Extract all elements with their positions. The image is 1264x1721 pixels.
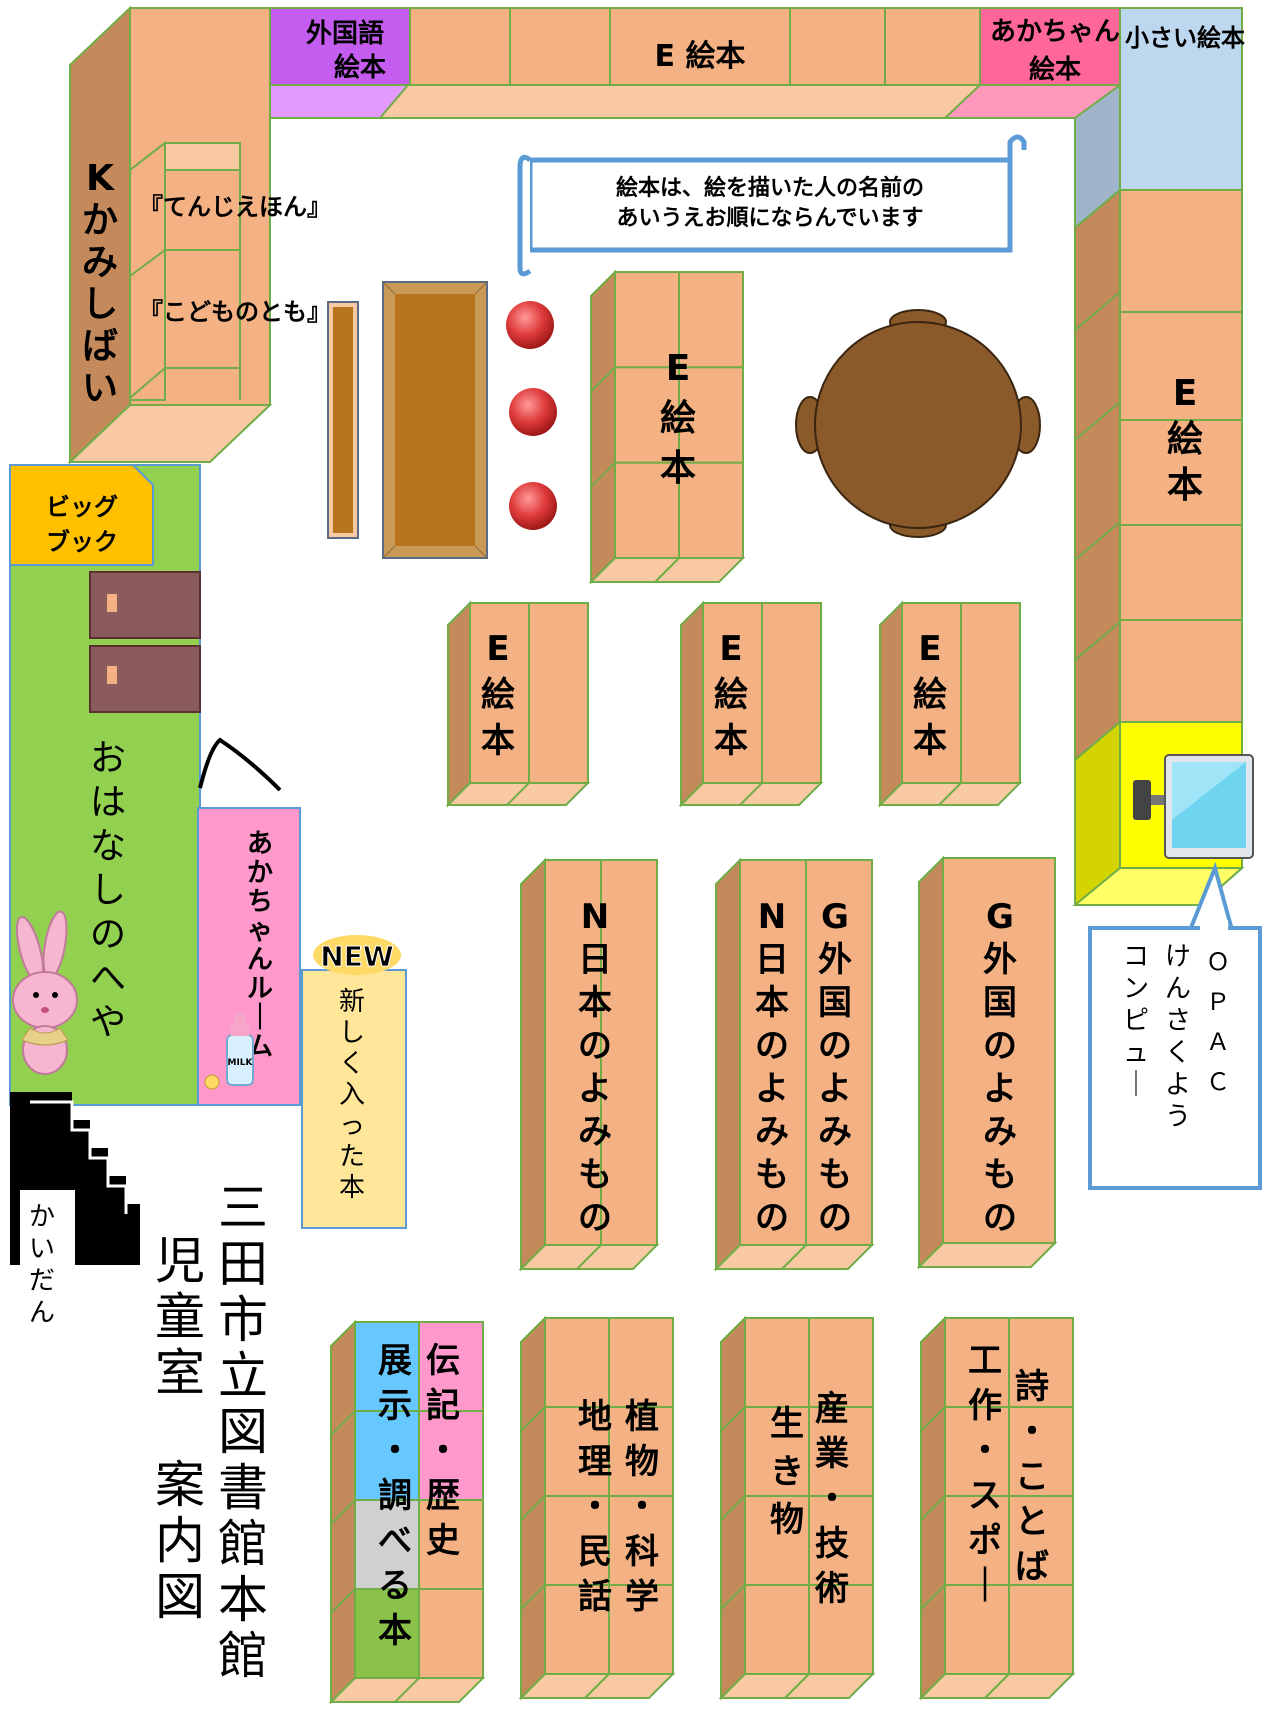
label-crafts-sports: 工作・スポ｜ xyxy=(968,1341,1002,1606)
shelf-small-picture-books: 小さい絵本 xyxy=(1074,7,1245,231)
baby-bottle-icon: MILK xyxy=(204,1013,254,1090)
stairs: かいだん xyxy=(10,1092,140,1328)
label-big-book-line2: ブック xyxy=(46,528,118,556)
top-shelf-wall: 外国語 絵本 E 絵本 あかちゃん 絵本 xyxy=(269,7,1123,119)
label-tenji-ehon: 『てんじえほん』 xyxy=(139,193,331,221)
label-big-book-line1: ビッグ xyxy=(46,493,118,521)
notice-line2: あいうえお順にならんでいます xyxy=(617,206,924,231)
bench-narrow xyxy=(327,301,359,539)
computer-monitor-icon xyxy=(1133,754,1254,859)
label-foreign-line1: 外国語 xyxy=(306,18,384,49)
bench-wide xyxy=(382,281,488,559)
baby-room: あかちゃんル｜ム MILK xyxy=(197,737,301,1106)
new-badge-icon: NEW xyxy=(313,935,401,975)
map-title-line1: 三田市立図書館本館 xyxy=(218,1180,268,1684)
label-opac-search: けんさくよう xyxy=(1165,942,1191,1132)
shelf-e-picture-books-top xyxy=(609,7,791,86)
label-kodomo-no-tomo: 『こどものとも』 xyxy=(139,298,331,326)
opac-area: ＯＰＡＣ けんさくよう コンピュ｜ xyxy=(1072,721,1262,1190)
label-stairs: かいだん xyxy=(29,1202,55,1328)
map-title-line2: 児童室 案内図 xyxy=(155,1233,205,1625)
label-geography-folktales: 地理・民話 xyxy=(578,1397,612,1617)
stool xyxy=(509,388,557,436)
new-books-shelf: NEW 新しく入った本 xyxy=(301,935,407,1229)
label-e-picture-books-top: E 絵本 xyxy=(655,39,746,74)
label-new-books: 新しく入った本 xyxy=(339,987,365,1203)
storage-door xyxy=(89,645,201,713)
label-poetry-words: 詩・ことば xyxy=(1015,1367,1049,1587)
stool xyxy=(509,482,557,530)
svg-text:MILK: MILK xyxy=(227,1058,253,1068)
label-baby-line1: あかちゃん xyxy=(990,17,1120,47)
opac-callout-box xyxy=(1088,926,1262,1190)
label-biography-history: 伝記・歴史 xyxy=(426,1341,460,1561)
round-table xyxy=(795,309,1041,538)
stool xyxy=(506,301,554,349)
label-baby-line2: 絵本 xyxy=(1029,54,1081,85)
label-foreign-line2: 絵本 xyxy=(334,52,386,83)
label-industry-tech: 産業・技術 xyxy=(814,1389,849,1609)
label-display-research: 展示・調べる本 xyxy=(378,1341,412,1651)
big-book-shelf xyxy=(9,464,154,566)
label-ohanashi-room: おはなしのへや xyxy=(90,738,126,1043)
label-living-things: 生き物 xyxy=(770,1404,804,1540)
label-opac-computer: コンピュ｜ xyxy=(1123,942,1149,1100)
label-opac: ＯＰＡＣ xyxy=(1206,948,1230,1096)
label-baby-room: あかちゃんル｜ム xyxy=(247,829,273,1062)
ohanashi-room: ビッグ ブック おはなしのへや xyxy=(9,464,201,1106)
label-small-picture-books: 小さい絵本 xyxy=(1125,24,1245,52)
svg-text:NEW: NEW xyxy=(320,940,394,973)
notice-line1: 絵本は、絵を描いた人の名前の xyxy=(616,175,924,201)
rabbit-mascot-icon xyxy=(12,910,78,1075)
label-plants-science: 植物・科学 xyxy=(625,1397,659,1617)
storage-door xyxy=(89,571,201,639)
notice-banner: 絵本は、絵を描いた人の名前の あいうえお順にならんでいます xyxy=(517,134,1027,277)
shelf-crafts-poetry: 工作・スポ｜ 詩・ことば xyxy=(918,1315,1076,1701)
